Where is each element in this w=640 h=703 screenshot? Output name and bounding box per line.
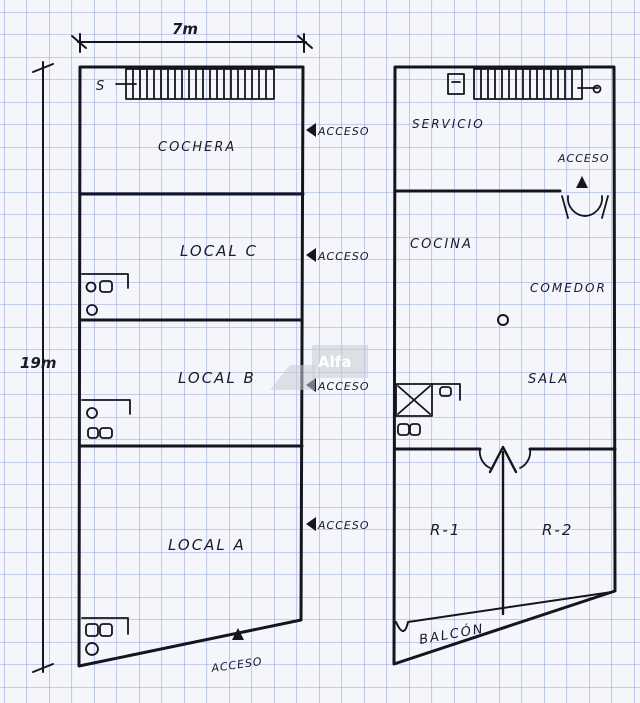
- right-plan-walls: [392, 65, 617, 666]
- height-dimension: [32, 61, 54, 673]
- stair-mark-label: S: [96, 79, 105, 94]
- room-label-sala: SALA: [528, 372, 569, 387]
- left-plan-walls: [77, 65, 305, 668]
- room-label-local-c: LOCAL C: [180, 242, 258, 260]
- room-label-comedor: COMEDOR: [530, 281, 607, 295]
- left-stairs-icon: [115, 68, 275, 100]
- bathroom-local-c: [81, 273, 129, 316]
- entry-arrow-icon: [576, 176, 588, 188]
- access-label-upper: ACCESO: [557, 152, 609, 165]
- right-stairs-icon: [447, 68, 602, 100]
- watermark-logo: [270, 345, 368, 390]
- hallway-arrow-icon: [488, 445, 518, 616]
- watermark-text: Alfa: [318, 353, 351, 371]
- room-label-local-a: LOCAL A: [168, 536, 246, 554]
- width-label: 7m: [172, 20, 198, 38]
- access-label-local-b: ACCESO: [317, 380, 369, 393]
- room-label-servicio: SERVICIO: [412, 117, 485, 131]
- balcony-edge: [395, 591, 613, 632]
- access-label-cochera: ACCESO: [317, 125, 369, 138]
- room-label-r2: R-2: [542, 521, 573, 539]
- bedroom-doors: [478, 448, 532, 469]
- width-dimension: [71, 33, 313, 53]
- room-label-cochera: COCHERA: [158, 140, 236, 155]
- access-label-local-c: ACCESO: [317, 250, 369, 263]
- height-label: 19m: [20, 354, 57, 372]
- bathroom-local-b: [81, 399, 131, 439]
- access-label-local-a: ACCESO: [317, 519, 369, 532]
- entry-double-door: [561, 195, 609, 219]
- room-label-cocina: COCINA: [410, 237, 473, 252]
- column-icon: [497, 314, 509, 326]
- bathroom-upper: [395, 383, 461, 436]
- room-label-r1: R-1: [430, 521, 461, 539]
- bathroom-local-a: [81, 617, 129, 656]
- room-label-local-b: LOCAL B: [178, 369, 256, 387]
